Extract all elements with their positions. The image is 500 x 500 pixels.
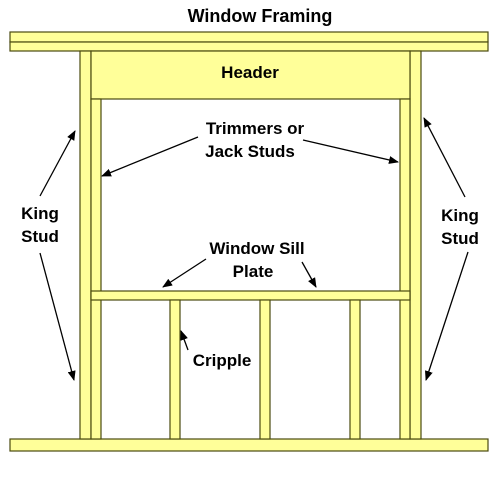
header-beam [90,50,411,100]
top-plate-upper [9,31,489,43]
sill-label-line2: Plate [233,262,274,281]
king-stud-left-arrow-down [39,252,76,381]
king-stud-left [79,50,92,440]
king-stud-right-label-line1: King [441,206,479,225]
cripple-arrow [180,330,189,351]
sill-arrow-right [301,261,317,288]
diagram-title: Window Framing [188,6,333,26]
king-stud-right-arrow-down [425,251,469,381]
king-stud-right [409,50,422,440]
header-label: Header [221,63,279,82]
bottom-plate [9,438,489,452]
cripple-stud-2 [259,299,271,440]
trimmers-arrow-left [101,136,199,177]
king-stud-left-label-line1: King [21,204,59,223]
trimmers-arrow-right [302,139,399,164]
king-stud-right-arrow-up [423,117,466,198]
sill-arrow-left [162,258,207,288]
king-stud-left-label-line2: Stud [21,227,59,246]
cripple-stud-3 [349,299,361,440]
trimmer-stud-left [90,98,102,440]
trimmers-label-line1: Trimmers or [206,119,305,138]
king-stud-left-arrow-up [39,130,76,197]
cripple-stud-1 [169,299,181,440]
cripple-label: Cripple [193,351,252,370]
trimmers-label-line2: Jack Studs [205,142,295,161]
king-stud-right-label-line2: Stud [441,229,479,248]
sill-label-line1: Window Sill [209,239,304,258]
window-sill-plate [90,290,411,301]
top-plate-lower [9,41,489,52]
trimmer-stud-right [399,98,411,440]
